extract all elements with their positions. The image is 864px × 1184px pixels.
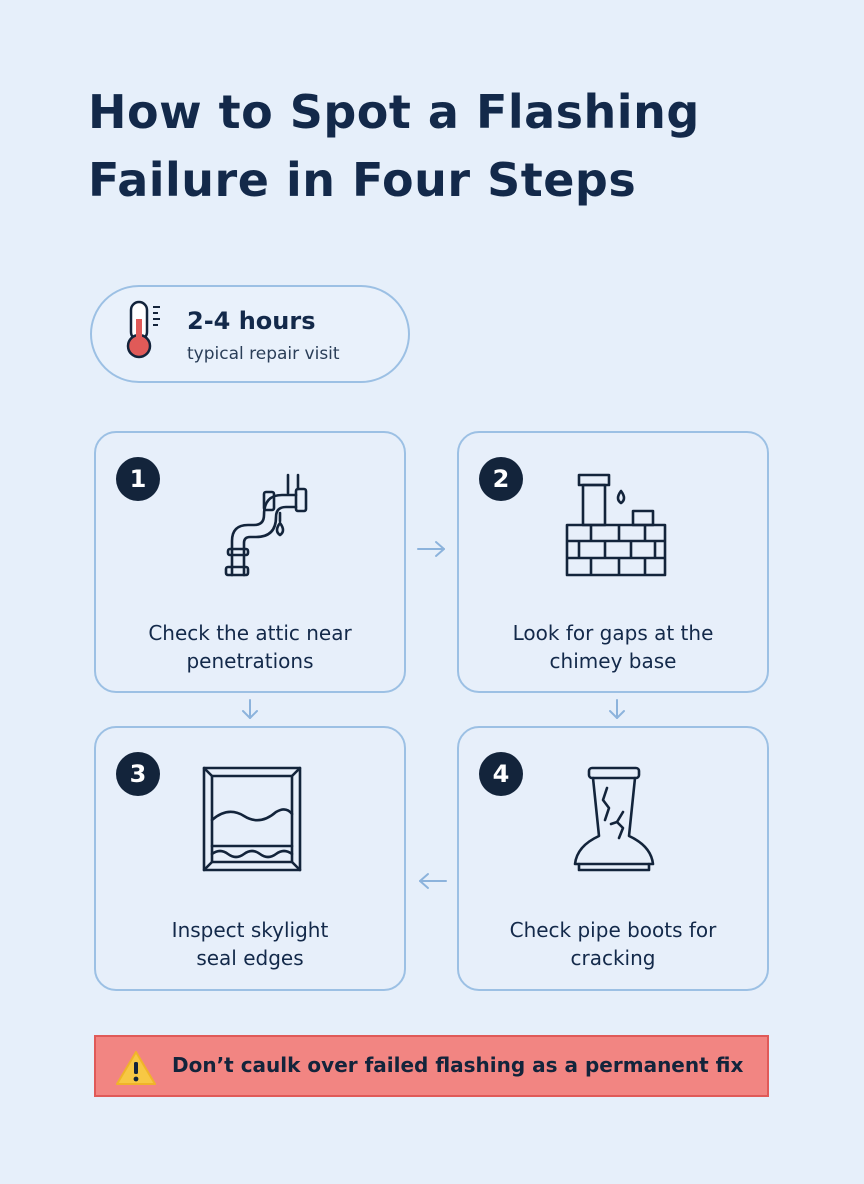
caption-line: penetrations <box>186 649 314 673</box>
step-card-3: 3 Inspect skylight seal edges <box>94 726 406 991</box>
duration-value: 2-4 hours <box>187 307 316 335</box>
page-title: How to Spot a Flashing Failure in Four S… <box>88 78 808 214</box>
duration-label: typical repair visit <box>187 344 340 364</box>
warning-triangle-icon <box>114 1049 158 1091</box>
step-number-badge: 4 <box>479 752 523 796</box>
caption-line: cracking <box>570 946 656 970</box>
arrow-down-icon <box>240 698 260 726</box>
step-number-badge: 1 <box>116 457 160 501</box>
chimney-brick-icon <box>559 469 669 585</box>
caption-line: seal edges <box>196 946 304 970</box>
step-caption: Inspect skylight seal edges <box>106 916 394 972</box>
step-card-2: 2 Look for g <box>457 431 769 693</box>
warning-text: Don’t caulk over failed flashing as a pe… <box>172 1053 744 1077</box>
step-caption: Look for gaps at the chimey base <box>469 619 757 675</box>
repair-duration-pill: 2-4 hours typical repair visit <box>90 285 410 383</box>
thermometer-icon <box>122 299 172 363</box>
warning-banner: Don’t caulk over failed flashing as a pe… <box>94 1035 769 1097</box>
skylight-frame-icon <box>200 764 304 878</box>
title-line-1: How to Spot a Flashing <box>88 85 700 139</box>
leaking-pipe-icon <box>202 471 312 585</box>
caption-line: chimey base <box>549 649 677 673</box>
arrow-right-icon <box>416 539 448 563</box>
caption-line: Inspect skylight <box>171 918 329 942</box>
step-card-4: 4 Check pipe boots for cracking <box>457 726 769 991</box>
caption-line: Check the attic near <box>148 621 352 645</box>
arrow-left-icon <box>416 871 448 895</box>
step-caption: Check pipe boots for cracking <box>469 916 757 972</box>
step-card-1: 1 Check the attic near penetrations <box>94 431 406 693</box>
step-number-badge: 2 <box>479 457 523 501</box>
step-number-badge: 3 <box>116 752 160 796</box>
step-caption: Check the attic near penetrations <box>106 619 394 675</box>
caption-line: Look for gaps at the <box>512 621 714 645</box>
title-line-2: Failure in Four Steps <box>88 153 637 207</box>
arrow-down-icon <box>607 698 627 726</box>
cracked-pipe-boot-icon <box>567 764 663 880</box>
caption-line: Check pipe boots for <box>509 918 717 942</box>
